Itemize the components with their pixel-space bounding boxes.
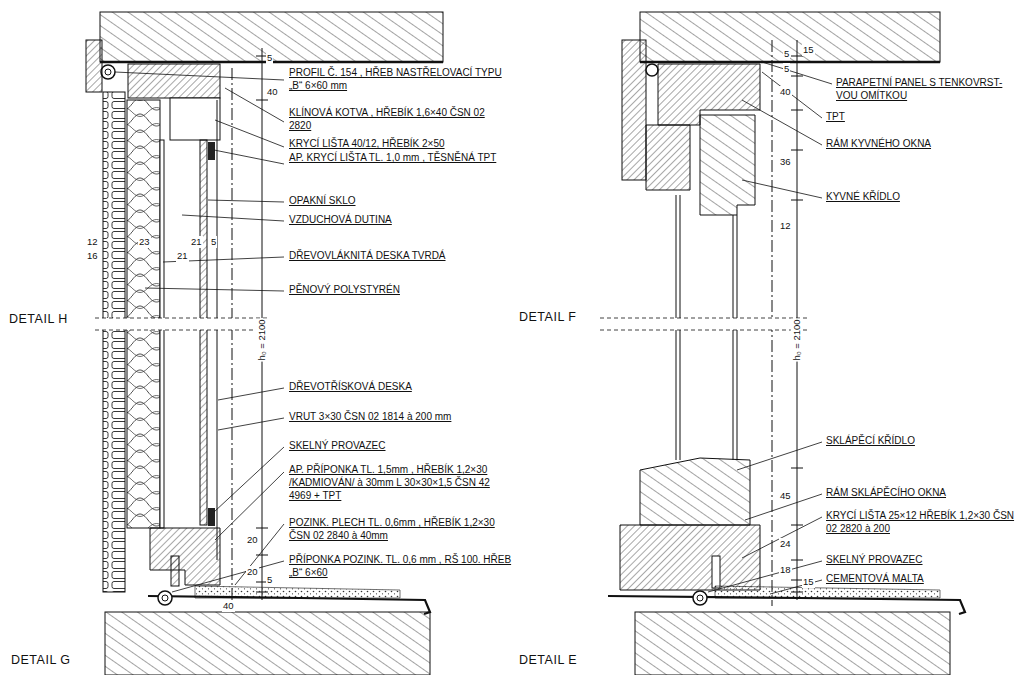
part-label: KRYCÍ LIŠTA 40/12, HŘEBÍK 2×50 [288, 137, 446, 150]
hardboard [160, 140, 164, 528]
hopper-sash [640, 458, 750, 525]
pivot-frame [646, 125, 690, 190]
axis-line [232, 68, 233, 606]
dimension: 12 [779, 220, 792, 232]
part-label: TPT [825, 110, 846, 123]
glass-rope [693, 591, 707, 605]
dimension: 21 [190, 236, 203, 248]
leader-lines [708, 62, 832, 594]
detail-title: DETAIL F [518, 309, 577, 325]
break-gap [600, 318, 810, 330]
dimension: 20 [246, 534, 259, 546]
sill-flashing [148, 596, 430, 614]
break-line [95, 318, 270, 330]
dimension: 5 [266, 574, 273, 586]
part-label: RÁM KYVNÉHO OKNA [825, 137, 932, 150]
parapet-panel [622, 40, 646, 180]
break-line [600, 318, 810, 330]
break-gap [95, 318, 270, 330]
concrete-wall [635, 612, 950, 675]
glass-rope [697, 595, 703, 601]
profile-coil [646, 64, 658, 76]
dimension-ticks [791, 56, 803, 592]
part-label: KRYCÍ LIŠTA 25×12 HŘEBÍK 1,2×30 ČSN 02 2… [825, 509, 1019, 535]
dimension: 40 [222, 600, 235, 612]
dimension: 40 [779, 86, 792, 98]
part-label: POZINK. PLECH TL. 0,6mm , HŘEBÍK 1,2×30 … [288, 516, 518, 542]
part-label: CEMENTOVÁ MALTA [825, 572, 925, 585]
polystyrene [127, 100, 160, 528]
seal [208, 142, 215, 160]
dimension: 5 [783, 48, 790, 60]
profile-coil [105, 69, 111, 75]
concrete-lintel [640, 12, 940, 62]
part-label: SKELNÝ PROVAZEC [288, 439, 387, 452]
hopper-frame [620, 525, 760, 590]
dimension: 5 [266, 52, 273, 64]
dimension: 16 [86, 250, 99, 262]
sill-flashing [608, 596, 965, 614]
seal [208, 508, 215, 526]
part-label: PROFIL Č. 154 , HŘEB NASTŘELOVACÍ TYPU „… [288, 66, 518, 92]
wood-batten [86, 40, 102, 92]
glass-rope [158, 591, 172, 605]
detail-title: DETAIL E [518, 652, 578, 668]
opaque-glass [200, 140, 207, 525]
part-label: SKLÁPĚCÍ KŘÍDLO [825, 434, 916, 447]
part-label: PŘÍPONKA POZINK. TL. 0,6 mm , RŠ 100. HŘ… [288, 553, 518, 579]
dimension: 21 [176, 250, 189, 262]
part-label: AP. KRYCÍ LIŠTA TL. 1,0 mm , TĚSNĚNÁ TPT [288, 151, 505, 164]
nail [712, 556, 720, 588]
dimension: 40 [266, 86, 279, 98]
dimension: h₀ = 2100 [256, 318, 268, 361]
frame-head [128, 64, 220, 98]
cladding [103, 92, 125, 592]
dimension: 45 [779, 490, 792, 502]
leader-lines [115, 72, 284, 592]
part-label: SKELNÝ PROVAZEC [825, 553, 924, 566]
part-label: VZDUCHOVÁ DUTINA [288, 213, 393, 226]
detail-title: DETAIL G [10, 652, 72, 668]
part-label: PARAPETNÍ PANEL S TENKOVRST- VOU OMÍTKOU [835, 76, 1019, 102]
dimension: 15 [802, 44, 815, 56]
dimension: 18 [779, 564, 792, 576]
pivot-sash [700, 115, 755, 215]
frame-block [170, 98, 220, 140]
dimension: 12 [86, 236, 99, 248]
dimension: 20 [246, 566, 259, 578]
part-label: KYVNÉ KŘÍDLO [825, 190, 901, 203]
part-label: PĚNOVÝ POLYSTYRÉN [288, 283, 401, 296]
mortar [715, 586, 940, 598]
dimension: 5 [783, 63, 790, 75]
part-label: OPAKNÍ SKLO [288, 194, 357, 207]
dimension: 36 [779, 156, 792, 168]
part-label: AP. PŘÍPONKA TL. 1,5mm , HŘEBÍK 1,2×30 /… [288, 463, 512, 502]
concrete-wall [105, 612, 430, 675]
part-label: RÁM SKLÁPĚCÍHO OKNA [825, 486, 947, 499]
part-label: DŘEVOVLÁKNITÁ DESKA TVRDÁ [288, 249, 447, 262]
part-label: KLÍNOVÁ KOTVA , HŘEBÍK 1,6×40 ČSN 02 282… [288, 106, 488, 132]
dimension: h₀ = 2100 [791, 318, 803, 361]
profile-coil [101, 65, 115, 79]
glass-rope [162, 595, 168, 601]
frame-sill [150, 528, 220, 585]
dimension: 24 [779, 538, 792, 550]
detail-title: DETAIL H [8, 311, 69, 327]
dimension: 23 [138, 236, 151, 248]
dimension: 5 [210, 236, 217, 248]
part-label: DŘEVOTŘÍSKOVÁ DESKA [288, 380, 413, 393]
nail [171, 556, 179, 586]
part-label: VRUT 3×30 ČSN 02 1814 à 200 mm [288, 410, 452, 423]
dimension: 15 [802, 576, 815, 588]
